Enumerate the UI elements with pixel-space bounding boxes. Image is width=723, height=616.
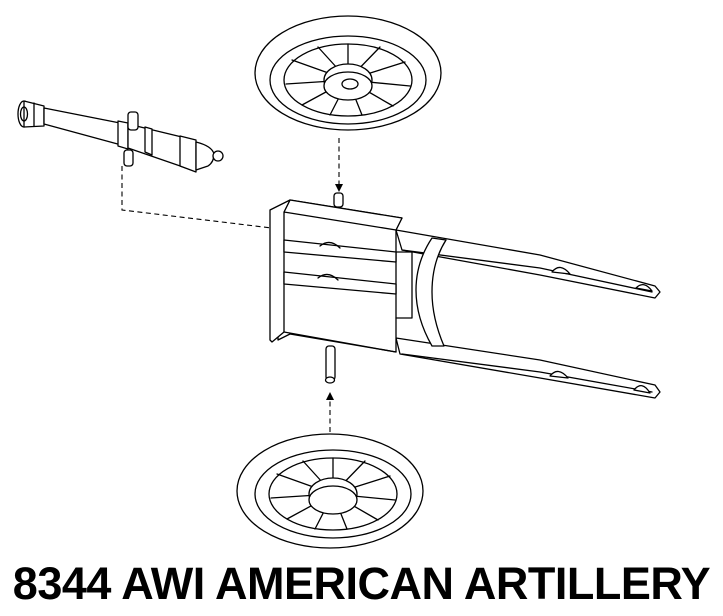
wheel-top-icon xyxy=(254,15,442,131)
wheel-bottom-icon xyxy=(236,433,424,549)
assembly-diagram xyxy=(17,15,661,549)
product-caption: 8344 AWI AMERICAN ARTILLERY xyxy=(12,558,711,609)
cannon-barrel-icon xyxy=(17,100,224,173)
gun-carriage-icon xyxy=(269,192,661,399)
